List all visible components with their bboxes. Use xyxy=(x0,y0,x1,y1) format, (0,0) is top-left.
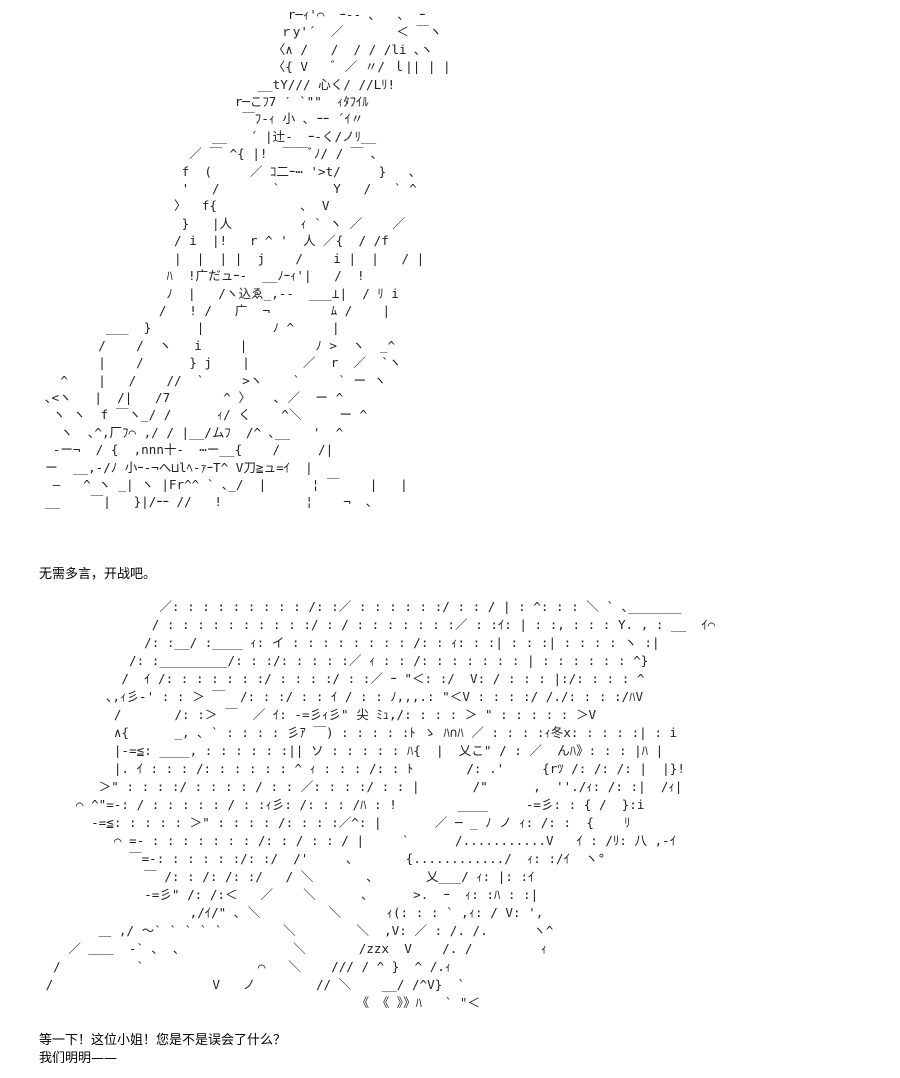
caption-line-3: 我们明明—— xyxy=(39,1051,118,1066)
ascii-art-bottom: ／: : : : : : : : : /: :／ : : : : : :/ : … xyxy=(45,599,716,1010)
caption-line-1: 无需多言，开战吧。 xyxy=(39,567,157,582)
caption-line-2: 等一下！这位小姐！您是不是误会了什么？ xyxy=(39,1033,287,1048)
ascii-art-top: r─ｨ'⌒ ｰ-- ､ ､ ｰ ｒy'´ ／ ＜ ￣ヽ 〈∧ / / / / /… xyxy=(45,7,451,510)
